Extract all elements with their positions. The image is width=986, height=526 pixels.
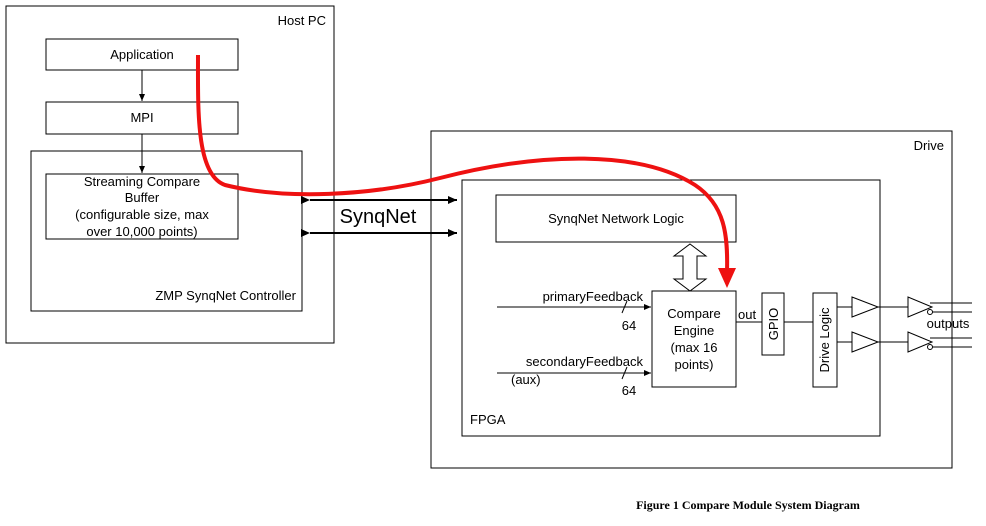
differential-driver-icon-2 — [907, 331, 934, 353]
buffer-line-3: (configurable size, max — [75, 207, 209, 222]
buffer-amp-icon-1 — [851, 296, 880, 318]
application-box — [45, 38, 239, 71]
compare-engine-line-1: Compare — [667, 306, 720, 321]
drive-label: Drive — [914, 138, 944, 153]
buffer-amp-icon-2 — [851, 331, 880, 353]
buffer-line-2: Buffer — [125, 190, 160, 205]
drive-logic-box — [812, 292, 838, 388]
gpio-label: GPIO — [766, 308, 781, 341]
application-label: Application — [110, 47, 174, 62]
bus-width-label-1: 64 — [622, 318, 636, 333]
drive-logic-label: Drive Logic — [817, 307, 832, 373]
host-pc-label: Host PC — [278, 13, 326, 28]
controller-label: ZMP SynqNet Controller — [155, 288, 296, 303]
buffer-line-4: over 10,000 points) — [86, 224, 197, 239]
mpi-label: MPI — [130, 110, 153, 125]
secondary-feedback-label: secondaryFeedback — [526, 354, 644, 369]
buffer-box — [45, 173, 239, 240]
figure-caption: Figure 1 Compare Module System Diagram — [636, 498, 860, 512]
compare-engine-line-3: (max 16 — [671, 340, 718, 355]
out-label: out — [738, 307, 756, 322]
aux-label: (aux) — [511, 372, 541, 387]
primary-feedback-label: primaryFeedback — [543, 289, 644, 304]
compare-data-flow-arrow — [195, 54, 730, 273]
compare-engine-line-2: Engine — [674, 323, 714, 338]
bus-slash-1 — [621, 300, 628, 314]
compare-engine-box — [651, 290, 737, 388]
buffer-line-1: Streaming Compare — [84, 174, 200, 189]
network-logic-box — [495, 194, 737, 243]
compare-engine-line-4: points) — [674, 357, 713, 372]
bus-slash-2 — [621, 366, 628, 380]
synqnet-label: SynqNet — [340, 206, 417, 228]
fpga-label: FPGA — [470, 412, 506, 427]
compare-data-flow-arrowhead-icon — [718, 268, 736, 288]
outputs-label: outputs — [927, 316, 970, 331]
inverter-bubble-icon-2 — [927, 344, 933, 350]
inverter-bubble-icon-1 — [927, 309, 933, 315]
gpio-box — [761, 292, 785, 356]
differential-driver-icon-1 — [907, 296, 934, 318]
bus-width-label-2: 64 — [622, 383, 636, 398]
network-logic-label: SynqNet Network Logic — [548, 211, 684, 226]
